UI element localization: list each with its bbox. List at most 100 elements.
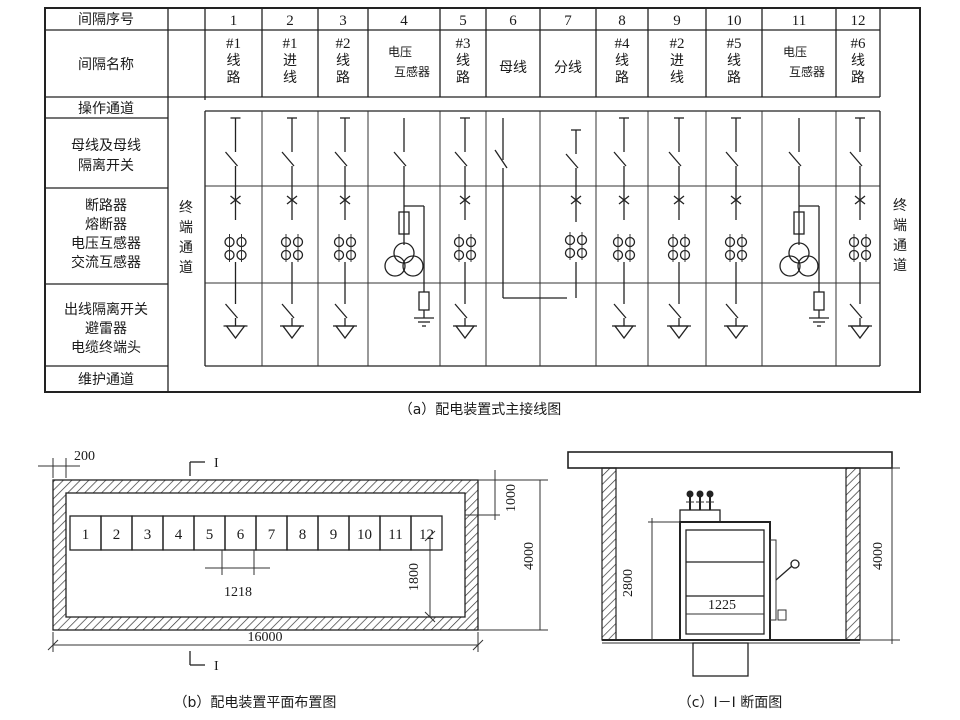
- arrester-symbol: [849, 325, 871, 340]
- dim-room-height: 4000: [871, 542, 886, 570]
- end-aisle-char: 端: [893, 218, 907, 234]
- bay-circuit: [384, 118, 434, 327]
- bay-circuit: [280, 117, 304, 340]
- end-aisle-char: 终: [179, 200, 193, 216]
- row-label-maintenance-aisle: 维护通道: [78, 372, 134, 388]
- row-label-bay-name: 间隔名称: [78, 57, 134, 73]
- plan-cabinet-number: 4: [175, 527, 183, 543]
- row-label-bay-number: 间隔序号: [78, 12, 134, 28]
- plan-cabinet-number: 3: [144, 527, 152, 543]
- bay-name: 母线: [499, 60, 527, 76]
- bay-name: 路: [336, 70, 350, 86]
- caption-a: （a）配电装置式主接线图: [399, 401, 562, 418]
- dim-right-gap: 1000: [504, 484, 519, 512]
- bay-name: 线: [227, 53, 241, 69]
- vt-arrester-symbol: [813, 291, 825, 311]
- plan-cabinet-cell: [410, 515, 443, 551]
- bay-circuit: [453, 117, 477, 340]
- bay-name: 分线: [554, 60, 582, 76]
- arrester-symbol: [454, 325, 476, 340]
- breaker-symbol: [673, 195, 685, 205]
- cable-trench: [692, 642, 749, 677]
- caption-b: （b）配电装置平面布置图: [174, 695, 337, 711]
- bay-name: #3: [456, 36, 471, 52]
- bay-circuit: [564, 129, 588, 298]
- bay-name: #1: [226, 36, 241, 52]
- voltage-transformer-symbol: [393, 242, 415, 264]
- bay-name: #2: [336, 36, 351, 52]
- bay-name: 电压: [783, 45, 807, 59]
- dim-cabinet-height: 2800: [621, 569, 636, 597]
- end-aisle-char: 端: [179, 220, 193, 236]
- dim-room-depth: 4000: [522, 542, 537, 570]
- end-aisle-char: 道: [893, 258, 907, 274]
- arrester-symbol: [225, 325, 246, 340]
- end-aisle-char: 道: [179, 260, 193, 276]
- plan-cabinet-number: 12: [419, 527, 434, 543]
- disconnector-symbol: [725, 303, 739, 319]
- bay-circuit: [612, 117, 636, 340]
- disconnector-symbol: [334, 151, 348, 167]
- left-wall: [601, 467, 617, 641]
- bay-name: 线: [727, 53, 741, 69]
- dim-wall-thickness: 200: [74, 449, 95, 464]
- bay-name: 线: [615, 53, 629, 69]
- bay-name: 路: [727, 70, 741, 86]
- diagram-a-frame: [44, 7, 921, 393]
- bay-name: #4: [615, 36, 631, 52]
- plan-cabinet-number: 9: [330, 527, 338, 543]
- bay-circuit: [848, 117, 872, 340]
- bay-number: 5: [459, 13, 467, 29]
- bay-name: 路: [456, 70, 470, 86]
- switchgear-cabinet: [679, 490, 800, 641]
- bay-circuit: [779, 118, 829, 327]
- bay-name: 互感器: [394, 64, 430, 79]
- section-view-diagram: 2800 4000 1225 （c）I－I 断面图: [567, 451, 900, 711]
- bay-number: 10: [727, 13, 742, 29]
- dim-cabinet-width: 1225: [708, 598, 736, 613]
- disconnector-symbol: [725, 151, 739, 167]
- disconnector-symbol: [613, 151, 627, 167]
- bay-name: 线: [670, 70, 684, 86]
- row-label-bus-isolator-1: 母线及母线: [71, 138, 141, 154]
- plan-cabinet-number: 1: [82, 527, 90, 543]
- plan-cabinet-number: 11: [388, 527, 402, 543]
- breaker-symbol: [854, 195, 866, 205]
- row-label-bus-isolator-2: 隔离开关: [78, 157, 134, 174]
- disconnector-symbol: [281, 151, 295, 167]
- row-label-arrester: 避雷器: [85, 321, 127, 337]
- disconnector-symbol: [494, 149, 508, 169]
- disconnector-symbol: [613, 303, 627, 319]
- bay-name: #1: [283, 36, 298, 52]
- bay-dividers: [261, 8, 837, 366]
- bay-name: 进: [283, 53, 297, 69]
- disconnector-symbol: [788, 151, 802, 167]
- bay-name: #5: [727, 36, 742, 52]
- arrester-symbol: [334, 325, 356, 340]
- breaker-symbol: [286, 195, 298, 205]
- bay-number: 12: [851, 13, 866, 29]
- bay-name: 线: [456, 53, 470, 69]
- right-wall: [845, 467, 861, 641]
- breaker-symbol: [339, 195, 351, 205]
- bay-name: #6: [851, 36, 867, 52]
- end-aisle-char: 终: [893, 198, 907, 214]
- bay-number: 4: [400, 13, 408, 29]
- voltage-transformer-symbol: [384, 255, 406, 277]
- plan-cabinet-number: 7: [268, 527, 276, 543]
- arrester-symbol: [281, 325, 303, 340]
- row-label-current-transformer: 交流互感器: [71, 254, 141, 271]
- bay-name: 线: [851, 53, 865, 69]
- bay-name: 路: [851, 70, 865, 86]
- bay-circuits: [223, 117, 872, 340]
- row-label-cable-terminal: 电缆终端头: [71, 340, 141, 356]
- voltage-transformer-symbol: [797, 255, 819, 277]
- disconnector-symbol: [454, 151, 468, 167]
- plan-cabinet-number: 2: [113, 527, 121, 543]
- end-aisle-char: 通: [893, 238, 907, 254]
- bay-name: 线: [283, 70, 297, 86]
- plan-cabinet-number: 6: [237, 527, 245, 543]
- end-aisle-char: 通: [179, 240, 193, 256]
- disconnector-symbol: [849, 151, 863, 167]
